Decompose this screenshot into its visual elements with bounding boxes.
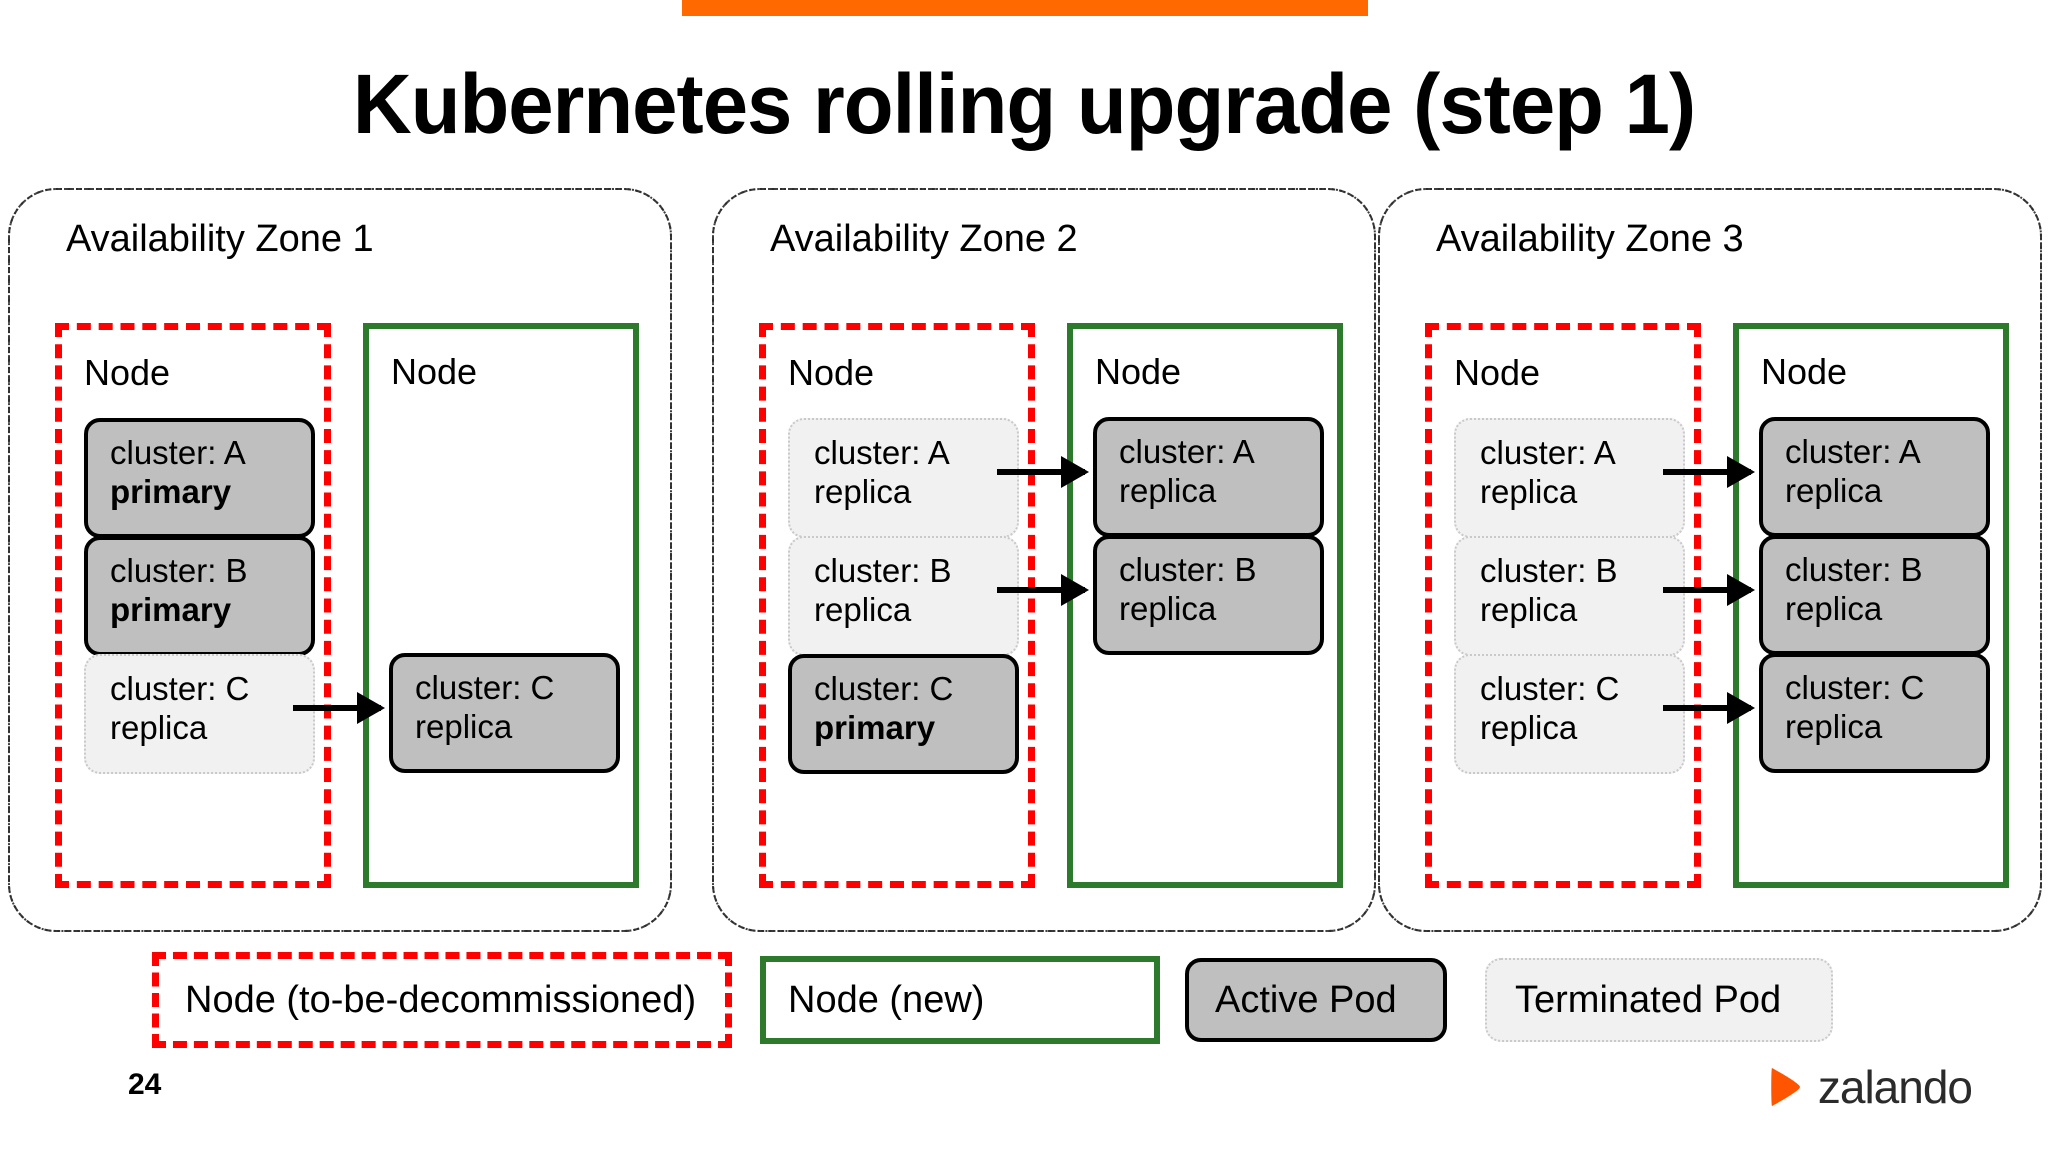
availability-zone-label: Availability Zone 3 — [1436, 218, 1744, 260]
legend-pod-active: Active Pod — [1185, 958, 1447, 1042]
legend-pod-terminated: Terminated Pod — [1485, 958, 1833, 1042]
availability-zone-label: Availability Zone 1 — [66, 218, 374, 260]
pod-role-label: replica — [1480, 590, 1578, 628]
page-title: Kubernetes rolling upgrade (step 1) — [352, 57, 1696, 151]
pod-role-label: primary — [110, 590, 232, 628]
pod-cluster-label: cluster: A — [1119, 433, 1255, 470]
legend: Node (to-be-decommissioned) Node (new) A… — [0, 952, 2048, 1048]
pod-cluster-label: cluster: A — [110, 434, 246, 471]
pod-role-label: replica — [814, 590, 912, 628]
pod-migration-arrow — [997, 587, 1085, 593]
legend-node-new: Node (new) — [760, 956, 1160, 1044]
node-label: Node — [1454, 352, 1541, 393]
pod-cluster-label: cluster: A — [1785, 433, 1921, 470]
pod-migration-arrow — [1663, 469, 1751, 475]
pod-cluster-label: cluster: C — [814, 670, 954, 707]
pod-role-label: replica — [814, 472, 912, 510]
pod-cluster-label: cluster: B — [1785, 551, 1923, 588]
legend-node-old-label: Node (to-be-decommissioned) — [185, 978, 697, 1021]
pod-migration-arrow — [293, 705, 381, 711]
node-label: Node — [391, 351, 478, 392]
legend-node-to-be-decommissioned: Node (to-be-decommissioned) — [152, 952, 732, 1048]
node-label: Node — [788, 352, 875, 393]
pod-role-label: replica — [110, 708, 208, 746]
page-number: 24 — [128, 1068, 162, 1101]
pod-role-label: replica — [1119, 471, 1217, 509]
pod-role-label: replica — [415, 707, 513, 745]
pod-role-label: primary — [110, 472, 232, 510]
pod-cluster-label: cluster: B — [814, 552, 952, 589]
pod-cluster-label: cluster: B — [110, 552, 248, 589]
pod-role-label: replica — [1785, 471, 1883, 509]
legend-pod-terminated-label: Terminated Pod — [1515, 978, 1782, 1021]
accent-bar — [682, 0, 1368, 16]
pod-role-label: replica — [1785, 589, 1883, 627]
pod-cluster-label: cluster: C — [1785, 669, 1925, 706]
pod-role-label: replica — [1119, 589, 1217, 627]
pod-cluster-label: cluster: A — [814, 434, 950, 471]
pod-cluster-label: cluster: C — [1480, 670, 1620, 707]
play-triangle-icon — [1771, 1068, 1800, 1106]
pod-role-label: replica — [1480, 472, 1578, 510]
node-label: Node — [1761, 351, 1848, 392]
brand-name: zalando — [1817, 1061, 1973, 1113]
pod-role-label: replica — [1480, 708, 1578, 746]
pod-role-label: replica — [1785, 707, 1883, 745]
legend-node-new-label: Node (new) — [788, 978, 985, 1021]
legend-pod-active-label: Active Pod — [1215, 978, 1397, 1021]
pod-role-label: primary — [814, 708, 936, 746]
pod-cluster-label: cluster: C — [110, 670, 250, 707]
pod-migration-arrow — [1663, 705, 1751, 711]
pod-cluster-label: cluster: A — [1480, 434, 1616, 471]
pod-cluster-label: cluster: C — [415, 669, 555, 706]
node-label: Node — [84, 352, 171, 393]
pod-migration-arrow — [1663, 587, 1751, 593]
pod-cluster-label: cluster: B — [1119, 551, 1257, 588]
pod-migration-arrow — [997, 469, 1085, 475]
availability-zone-label: Availability Zone 2 — [770, 218, 1078, 260]
brand-logo: zalando — [1762, 1060, 1973, 1114]
node-label: Node — [1095, 351, 1182, 392]
pod-cluster-label: cluster: B — [1480, 552, 1618, 589]
